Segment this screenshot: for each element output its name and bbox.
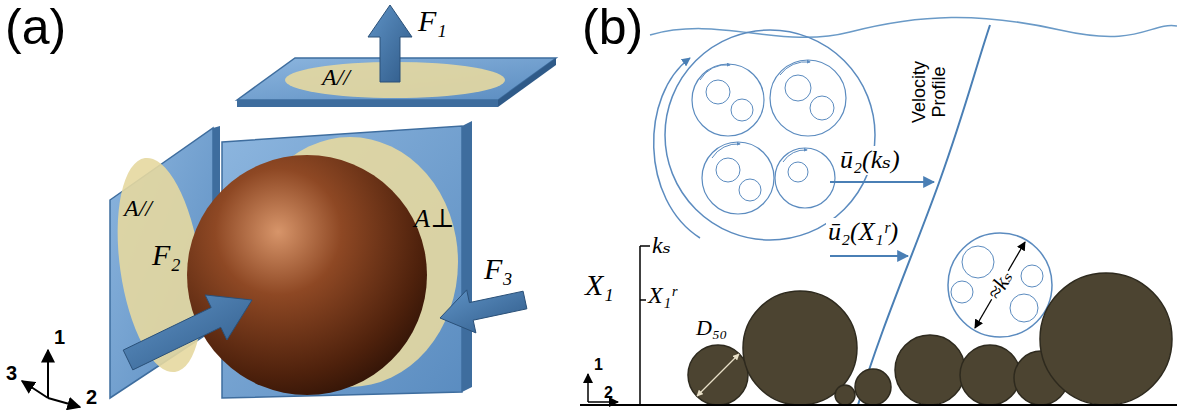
plate-edge xyxy=(462,121,472,392)
particle xyxy=(855,369,891,405)
axis-label: 1 xyxy=(54,326,65,348)
axis-line xyxy=(588,401,618,403)
sphere xyxy=(187,155,427,395)
velocity-label: ū₂(kₛ) xyxy=(838,146,902,175)
eddy xyxy=(731,99,753,121)
force-arrow xyxy=(440,290,527,333)
eddy xyxy=(665,30,875,240)
axis-line xyxy=(48,398,80,407)
eddy-rotation xyxy=(783,150,807,162)
area-label: A// xyxy=(322,64,350,90)
particle xyxy=(835,385,855,405)
water-surface xyxy=(650,17,1177,37)
height-tick xyxy=(640,245,650,247)
eddy xyxy=(770,60,846,136)
size-arrow xyxy=(975,242,1025,328)
eddy xyxy=(962,246,994,278)
curve-label: Velocity Profile xyxy=(910,56,950,128)
eddy xyxy=(706,80,730,104)
plate-edge xyxy=(498,58,556,107)
particle xyxy=(895,335,965,405)
force-label: F₃ xyxy=(484,252,513,285)
force-arrow xyxy=(368,5,412,82)
eddy xyxy=(775,148,835,208)
height-label: kₛ xyxy=(652,232,671,258)
particle xyxy=(960,345,1020,405)
eddy-rotation xyxy=(712,144,740,158)
panel-letter: (b) xyxy=(582,0,643,55)
bed-line xyxy=(580,404,1177,406)
height-axis xyxy=(639,246,641,405)
eddy xyxy=(951,281,973,303)
force-arrow xyxy=(123,295,252,370)
eddy-rotation xyxy=(780,62,810,75)
axis-label: 2 xyxy=(86,386,97,408)
axis-label: 1 xyxy=(594,356,603,374)
velocity-label: ū₂(X₁ʳ) xyxy=(826,218,900,247)
eddy-rotation xyxy=(700,65,730,80)
eddy xyxy=(716,158,740,182)
height-tick xyxy=(640,299,646,301)
force-label: F₁ xyxy=(418,4,447,37)
eddy-rotation xyxy=(654,58,700,238)
eddy xyxy=(810,96,834,120)
eddy xyxy=(788,162,808,182)
eddy xyxy=(692,64,764,136)
axis-label: 2 xyxy=(604,384,613,402)
force-label: F₂ xyxy=(152,238,181,271)
axis-title: X₁ xyxy=(585,268,614,301)
diameter-arrow xyxy=(697,354,739,396)
area-label: A⊥ xyxy=(414,205,454,234)
diameter-label: D₅₀ xyxy=(694,316,729,340)
eddy xyxy=(739,179,761,201)
axis-label: 3 xyxy=(6,362,17,384)
axis-line xyxy=(22,381,48,398)
axis-line xyxy=(587,374,589,402)
area-label: A// xyxy=(124,195,152,221)
velocity-arrow xyxy=(830,255,908,257)
panel-letter: (a) xyxy=(5,0,66,55)
eddy xyxy=(1021,265,1043,287)
height-label: X₁ʳ xyxy=(648,282,676,308)
axis-line xyxy=(47,350,49,398)
eddy xyxy=(1010,294,1038,322)
eddy xyxy=(948,233,1052,337)
velocity-profile xyxy=(858,25,990,405)
particle xyxy=(1040,273,1172,405)
plate-edge xyxy=(237,100,498,107)
eddy xyxy=(785,75,811,101)
eddy xyxy=(702,142,774,214)
particle xyxy=(688,345,748,405)
particle xyxy=(743,291,857,405)
size-label: ≈kₛ xyxy=(981,265,1019,306)
velocity-arrow xyxy=(830,181,934,183)
